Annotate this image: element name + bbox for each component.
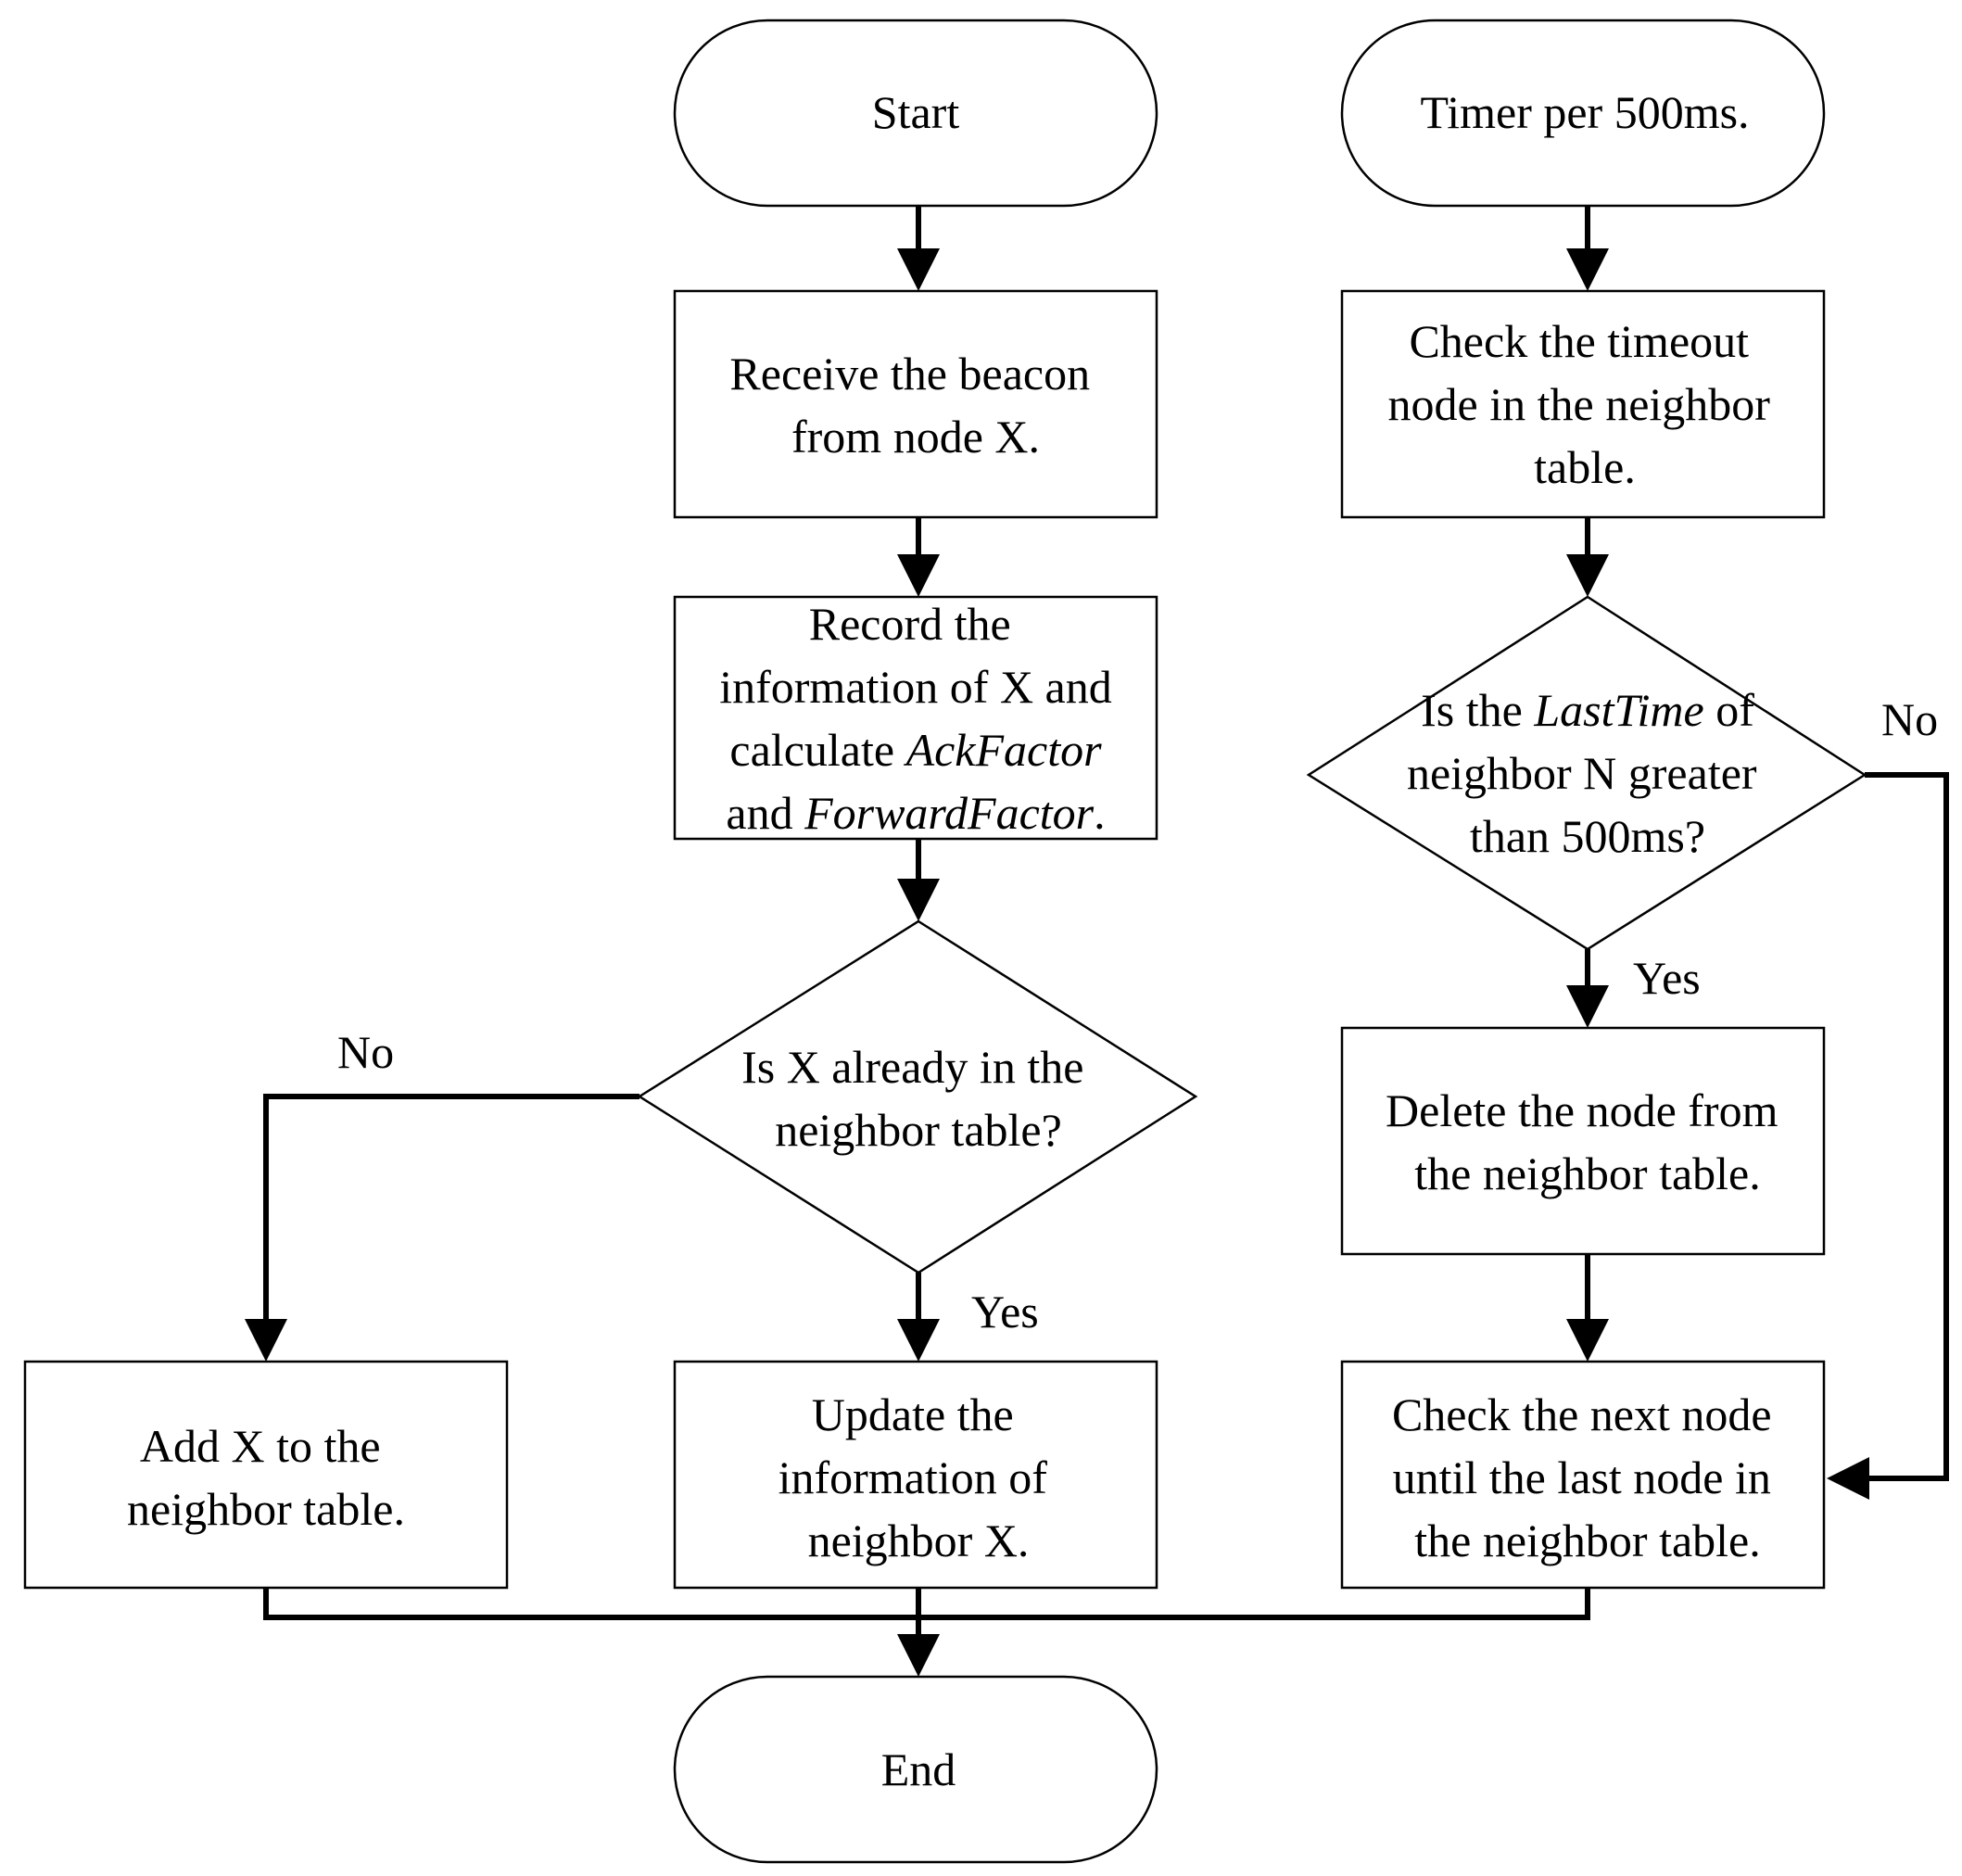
end-node: End (673, 1675, 1158, 1864)
ackfactor-term: AckFactor (904, 724, 1103, 776)
arrowhead-icon (1566, 1319, 1609, 1362)
record-info-text: . (1094, 787, 1106, 839)
svg-text:Update the information o: Update the information of neighbor X. (778, 1388, 1059, 1566)
svg-text:Record the information o: Record the information of X and (719, 598, 1112, 713)
receive-beacon-line: from node X. (791, 411, 1040, 463)
check-timeout-box: Check the timeout node in the neighbor t… (1340, 289, 1826, 519)
connector-merge-bottom (263, 1588, 1590, 1620)
delete-node-line: the neighbor table. (1414, 1147, 1761, 1199)
check-next-line: Check the next node (1392, 1388, 1772, 1440)
arrowhead-icon (1566, 554, 1609, 597)
lasttime-no-label: No (1881, 693, 1938, 745)
svg-text:and ForwardFactor.: and ForwardFactor. (726, 787, 1105, 839)
connector-lasttime-no-to-checknext (1865, 772, 1949, 1481)
check-timeout-line: table. (1534, 441, 1636, 493)
end-label: End (881, 1743, 956, 1795)
record-info-box: Record the information of X and calculat… (673, 595, 1158, 841)
arrowhead-icon (897, 1319, 940, 1362)
in-table-yes-label: Yes (971, 1286, 1039, 1337)
is-lasttime-decision: Is the LastTime of neighbor N greater th… (1306, 595, 1867, 951)
svg-text:calculate AckFactor: calculate AckFactor (729, 724, 1102, 776)
forwardfactor-term: ForwardFactor (804, 787, 1095, 839)
add-x-line: Add X to the (140, 1420, 381, 1472)
check-next-line: until the last node in (1393, 1451, 1771, 1503)
lasttime-text: Is the (1421, 684, 1534, 736)
delete-node-line: Delete the node from (1386, 1084, 1778, 1136)
add-x-line: neighbor table. (127, 1483, 405, 1535)
update-x-line: neighbor X. (808, 1515, 1030, 1566)
lasttime-line: than 500ms? (1470, 810, 1705, 862)
check-next-box: Check the next node until the last node … (1340, 1360, 1826, 1590)
is-in-table-line: Is X already in the (741, 1041, 1083, 1093)
connectors (245, 206, 1949, 1677)
delete-node-box: Delete the node from the neighbor table. (1340, 1026, 1826, 1256)
lasttime-term: LastTime (1533, 684, 1703, 736)
is-in-table-decision: Is X already in the neighbor table? (637, 919, 1198, 1274)
lasttime-line: neighbor N greater (1407, 747, 1757, 799)
record-info-text: calculate (729, 724, 905, 776)
svg-text:Check the next node unti: Check the next node until the last node … (1392, 1388, 1783, 1566)
check-next-line: the neighbor table. (1414, 1515, 1761, 1566)
svg-text:Delete the node from the: Delete the node from the neighbor table. (1386, 1084, 1790, 1199)
check-timeout-line: node in the neighbor (1388, 378, 1771, 430)
in-table-no-label: No (337, 1026, 394, 1078)
arrowhead-icon (1827, 1457, 1869, 1500)
timer-node: Timer per 500ms. (1340, 19, 1826, 208)
record-info-line: Record the (809, 598, 1011, 650)
arrowhead-icon (897, 554, 940, 597)
svg-text:neighbor N greater than: neighbor N greater than 500ms? (1407, 747, 1768, 862)
arrowhead-icon (897, 248, 940, 291)
arrowhead-icon (1566, 248, 1609, 291)
timer-label: Timer per 500ms. (1420, 86, 1749, 138)
arrowhead-icon (245, 1319, 287, 1362)
lasttime-text: of (1704, 684, 1755, 736)
arrowhead-icon (1566, 985, 1609, 1028)
is-in-table-line: neighbor table? (775, 1104, 1062, 1156)
update-x-line: information of (778, 1451, 1048, 1503)
arrowhead-icon (897, 879, 940, 921)
update-x-box: Update the information of neighbor X. (673, 1360, 1158, 1590)
record-info-line: information of X and (719, 661, 1112, 713)
start-label: Start (872, 86, 960, 138)
start-node: Start (673, 19, 1158, 208)
svg-text:Is the LastTime of: Is the LastTime of (1421, 684, 1754, 736)
svg-text:Check the timeout node i: Check the timeout node in the neighbor t… (1388, 315, 1782, 493)
svg-text:Add X to the neighbor ta: Add X to the neighbor table. (127, 1420, 405, 1535)
add-x-box: Add X to the neighbor table. (23, 1360, 509, 1590)
record-info-text: and (726, 787, 804, 839)
lasttime-yes-label: Yes (1633, 952, 1701, 1004)
update-x-line: Update the (812, 1388, 1014, 1440)
svg-text:Is X already in the neig: Is X already in the neighbor table? (741, 1041, 1095, 1156)
arrowhead-icon (897, 1634, 940, 1677)
receive-beacon-box: Receive the beacon from node X. (673, 289, 1158, 519)
check-timeout-line: Check the timeout (1409, 315, 1749, 367)
connector-decision-no-to-add (263, 1094, 639, 1321)
svg-text:Receive the beacon from: Receive the beacon from node X. (729, 348, 1101, 463)
receive-beacon-line: Receive the beacon (729, 348, 1090, 399)
